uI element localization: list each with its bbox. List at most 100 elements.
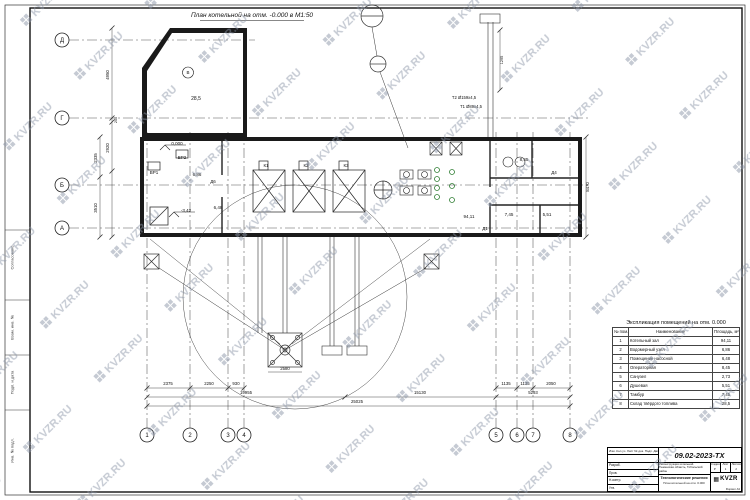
cell-num: 1: [612, 336, 629, 346]
stage-column: Стадия Лист Листов Р 1 2 KVZR Формат А3: [710, 462, 741, 491]
external-pipes: [479, 13, 501, 137]
col-header-name: Наименование: [628, 327, 713, 337]
plan-label: 2250: [204, 381, 214, 386]
plan-label: 6,48: [214, 205, 223, 210]
cell-name: Тамбур: [628, 390, 713, 400]
title-block-bottom: Разраб. Пров. Н.контр. Утв. Реконструкци…: [608, 462, 741, 492]
plan-label: ВР1: [150, 170, 159, 175]
smoke-exhauster: [373, 180, 393, 200]
vent-units: [429, 141, 463, 156]
cell-num: 3: [612, 354, 629, 364]
sheets-value: 2: [735, 467, 737, 471]
cell-area: 7,45: [712, 390, 740, 400]
detail-callouts: [360, 4, 409, 149]
pipe-columns: [257, 237, 368, 373]
plan-label: 2375: [163, 381, 173, 386]
plan-label: 2580: [280, 366, 290, 371]
sheet-frame: [4, 4, 746, 496]
cell-area: 2,73: [712, 372, 740, 382]
plan-label: Т2 Ø159х4,5: [452, 95, 477, 100]
stage-value-row: Р 1 2: [710, 467, 741, 472]
cell-num: 4: [612, 363, 629, 373]
plan-label: 930: [232, 381, 240, 386]
axis-label: А: [60, 226, 64, 232]
cell-area: 5,51: [712, 381, 740, 391]
plan-label: 2335: [93, 153, 98, 163]
cell-num: 6: [612, 381, 629, 391]
utility-room: [149, 206, 169, 226]
plan-label: 2920: [105, 143, 110, 153]
plan-label: ВР2: [178, 155, 187, 160]
plan-label: 7,45: [505, 212, 514, 217]
plan-label: К2: [303, 163, 309, 168]
plan-label: 25025: [351, 399, 364, 404]
sheet-title: План котельной на отм. 0.000: [663, 481, 705, 485]
cell-name: Котельный зал: [628, 336, 713, 346]
plan-label: 8,45: [520, 157, 529, 162]
kvzr-logo-text: KVZR: [720, 476, 738, 482]
plan-label: 5,51: [543, 212, 552, 217]
chimney-foundation: [143, 184, 440, 410]
roles-column: Разраб. Пров. Н.контр. Утв.: [608, 462, 659, 492]
explication-header-row: № пом. Наименование Площадь, м²: [612, 327, 740, 337]
plan-label: 8470: [585, 182, 590, 192]
plan-label: 1135: [520, 381, 530, 386]
document-number: 09.02-2023-ТХ: [674, 450, 725, 460]
plan-label: 5293: [528, 390, 538, 395]
role-prov: Пров.: [608, 470, 658, 477]
signature-row: [608, 455, 658, 462]
kvzr-logo: KVZR: [710, 473, 741, 485]
plan-label: Д6: [210, 179, 216, 184]
cell-name: Помещение насосной: [628, 354, 713, 364]
project-name: Реконструкция котельной. Тюменская облас…: [658, 462, 710, 475]
cell-num: 5: [612, 372, 629, 382]
margin-label-inv-podl: Инв. № подл.: [9, 438, 15, 463]
stage-value: Р: [710, 467, 721, 472]
cell-num: 8: [612, 399, 629, 409]
cell-area: 8,45: [712, 363, 740, 373]
plan-label: Д1: [482, 226, 488, 231]
plan-label: 6,86: [193, 172, 202, 177]
plan-label: 19955: [240, 390, 253, 395]
cell-name: Водомерный узел: [628, 345, 713, 355]
col-header-num: № пом.: [612, 327, 629, 337]
cell-num: 2: [612, 345, 629, 355]
sheet-value: 1: [721, 467, 732, 472]
plan-label: 2050: [546, 381, 556, 386]
plan-label: 0,000: [171, 141, 183, 146]
boilers: [252, 160, 366, 213]
cell-num: 7: [612, 390, 629, 400]
title-block: Изм. Кол.уч. Лист № док. Подп. Дата 09.0…: [607, 447, 742, 492]
cell-area: 6,48: [712, 354, 740, 364]
plan-label: 1295: [500, 56, 504, 64]
signature-headers: Изм. Кол.уч. Лист № док. Подп. Дата: [608, 449, 658, 455]
plan-label: К1: [263, 163, 269, 168]
plan-label: Д4: [551, 170, 557, 175]
section-name: Технологические решения: [660, 476, 708, 480]
explication: Экспликация помещений на отм. 0.000 № по…: [612, 320, 740, 409]
margin-label-soglasovano: Согласовано: [9, 245, 15, 270]
pumps: [399, 169, 432, 196]
axis-label: Б: [60, 183, 64, 189]
cell-area: 94,11: [712, 336, 740, 346]
role-razrab: Разраб.: [608, 462, 658, 470]
axis-label: Д: [60, 38, 64, 44]
plan-label: Т1 Ø89х4,5: [460, 104, 483, 109]
drawing-title: План котельной на отм. -0.000 в М1:50: [191, 11, 313, 19]
role-utv: Утв.: [608, 485, 658, 492]
cell-name: Санузел: [628, 372, 713, 382]
cell-name: Душевая: [628, 381, 713, 391]
cell-name: Операторная: [628, 363, 713, 373]
stage-table: Стадия Лист Листов Р 1 2: [710, 462, 741, 473]
water-inlet-units: [147, 149, 189, 171]
plan-label: К3: [343, 163, 349, 168]
